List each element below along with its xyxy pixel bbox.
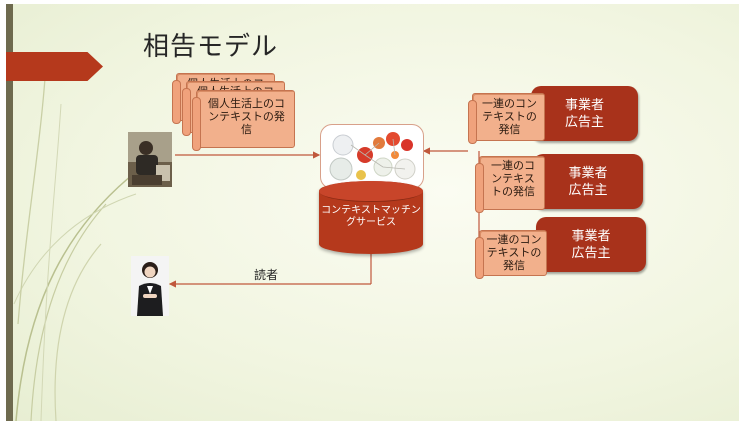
sponsor-label: 事業者広告主 [568, 165, 608, 198]
context-matching-service-cylinder: コンテキストマッチングサービス [319, 181, 423, 254]
scroll-label: 一連のコンテキストの発信 [482, 97, 537, 136]
context-matching-graphic [320, 124, 424, 189]
reader-label: 読者 [254, 268, 279, 282]
scroll-label: 一連のコンテキストの発信 [491, 159, 535, 198]
reader-person-photo [131, 256, 169, 316]
scroll-label: 一連のコンテキストの発信 [486, 233, 542, 272]
service-label: コンテキストマッチングサービス [321, 205, 421, 228]
cylinder-top [319, 181, 423, 202]
scroll-label: 個人生活上のコンテキストの発信 [208, 97, 285, 136]
sponsor-advertiser-box-1: 事業者広告主 [531, 86, 638, 141]
sponsor-label: 事業者広告主 [564, 97, 604, 130]
title-arrow-marker [6, 52, 103, 81]
sponsor-context-scroll-1: 一連のコンテキストの発信 [468, 93, 545, 144]
sponsor-advertiser-box-3: 事業者広告主 [536, 217, 646, 272]
slide-left-bar [6, 4, 13, 421]
decorative-curves [13, 63, 147, 421]
sponsor-context-scroll-2: 一連のコンテキストの発信 [475, 156, 545, 213]
sponsor-label: 事業者広告主 [571, 228, 611, 261]
sponsor-context-scroll-3: 一連のコンテキストの発信 [475, 230, 547, 279]
presentation-slide: 相告モデル 個人生活上のコ 個人生活上のコ 個人生活上のコンテキストの発信 [6, 4, 739, 421]
sponsor-advertiser-box-2: 事業者広告主 [533, 154, 643, 209]
personal-context-scroll-front: 個人生活上のコンテキストの発信 [192, 90, 295, 151]
slide-title: 相告モデル [143, 32, 279, 62]
sender-person-photo [128, 132, 172, 187]
